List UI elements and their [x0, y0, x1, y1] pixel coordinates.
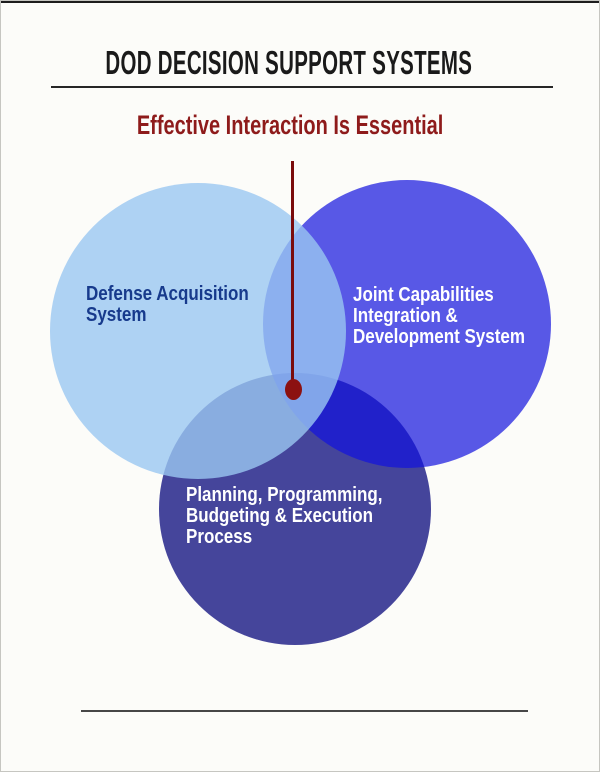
label-jcids: Joint Capabilities Integration & Develop… [353, 285, 525, 348]
label-ppbe: Planning, Programming, Budgeting & Execu… [186, 485, 382, 548]
label-line: Defense Acquisition [86, 283, 249, 305]
circle-defense-acquisition [50, 183, 346, 479]
page-subtitle-text: Effective Interaction Is Essential [136, 110, 444, 140]
page-title: DOD DECISION SUPPORT SYSTEMS [1, 44, 588, 81]
page-subtitle: Effective Interaction Is Essential [1, 110, 589, 140]
title-underline [51, 86, 553, 88]
label-line: System [86, 304, 147, 326]
label-line: Process [186, 526, 253, 548]
footer-rule [81, 710, 528, 712]
label-line: Development System [353, 326, 525, 348]
connector-dot [285, 379, 302, 400]
label-line: Planning, Programming, [186, 484, 383, 506]
label-line: Integration & [353, 305, 458, 327]
label-line: Joint Capabilities [353, 284, 494, 306]
label-defense-acquisition: Defense Acquisition System [86, 284, 249, 326]
label-line: Budgeting & Execution [186, 505, 373, 527]
slide-top-edge [1, 1, 599, 3]
page-title-text: DOD DECISION SUPPORT SYSTEMS [105, 44, 473, 81]
connector-line [291, 161, 294, 382]
